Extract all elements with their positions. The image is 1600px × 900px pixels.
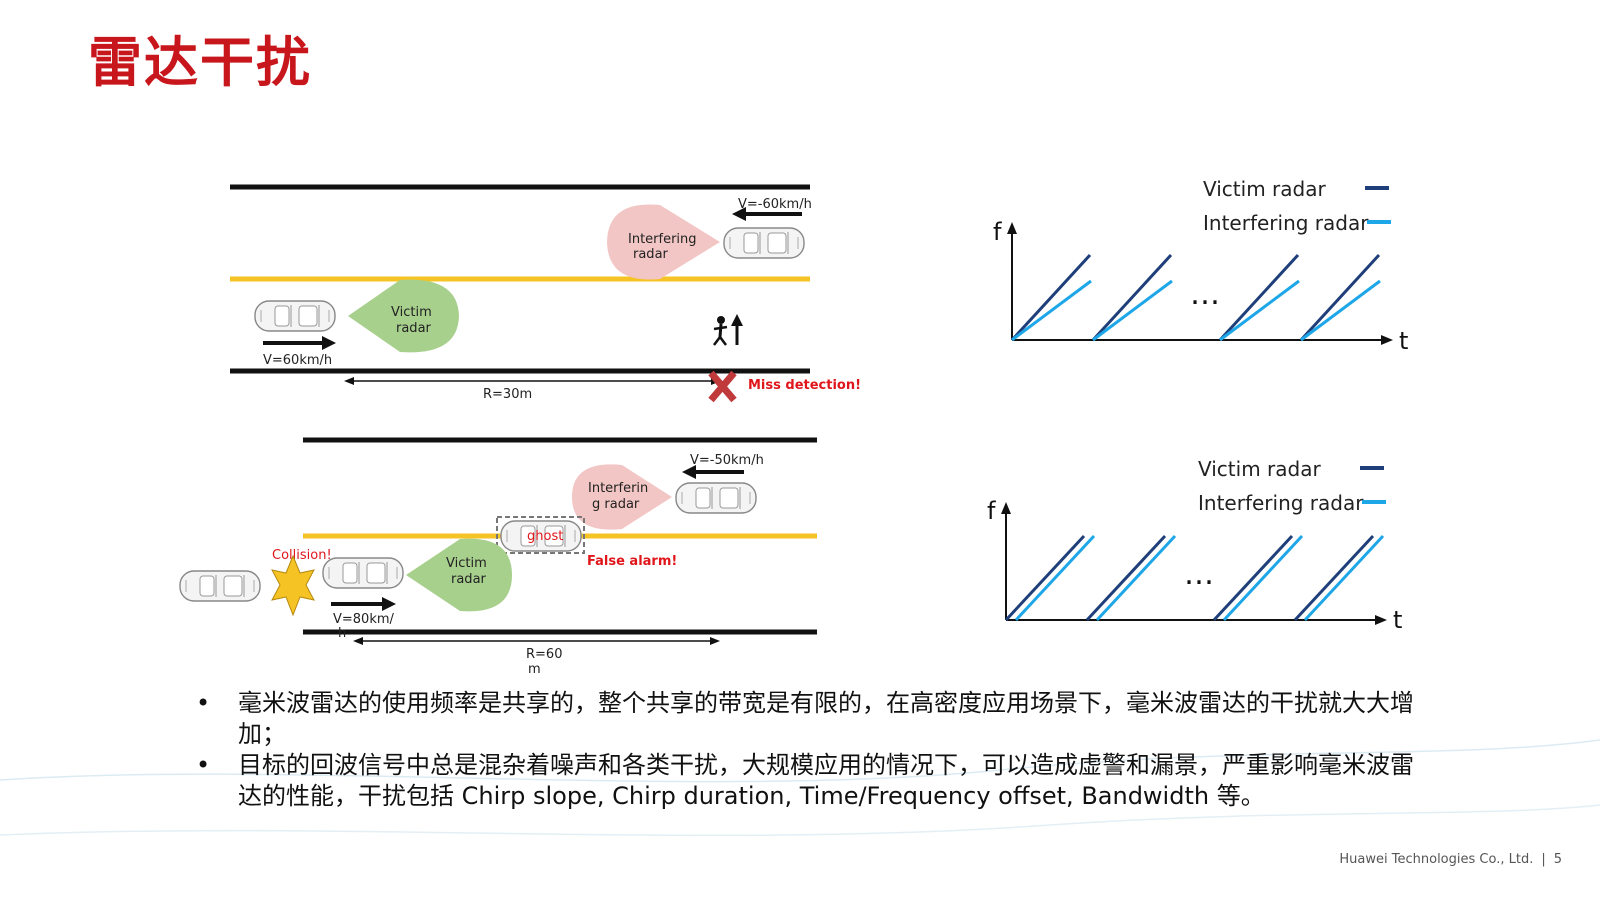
legend-victim-label: Victim radar xyxy=(1198,457,1321,481)
interfering-chirp xyxy=(1092,279,1173,342)
victim-radar-label: Victim xyxy=(446,556,487,571)
y-axis-arrowhead xyxy=(1001,502,1011,514)
interfering-chirps xyxy=(1011,279,1381,342)
x-axis-label: t xyxy=(1393,606,1402,634)
interfering-radar-label: g radar xyxy=(592,497,640,512)
slide-title: 雷达干扰 xyxy=(88,31,312,94)
oncoming-arrowhead xyxy=(682,465,696,479)
victim-chirp xyxy=(1010,253,1092,342)
victim-car xyxy=(322,557,404,589)
y-axis-arrowhead xyxy=(1007,222,1017,234)
legend-interfering-label: Interfering radar xyxy=(1198,491,1364,515)
interfering-radar-label: Interferin xyxy=(588,481,648,496)
victim-chirp xyxy=(1091,253,1173,342)
own-speed-label: V=60km/h xyxy=(263,353,332,368)
interfering-chirp xyxy=(1300,279,1381,342)
legend-victim-label: Victim radar xyxy=(1203,177,1326,201)
victim-chirps xyxy=(1010,253,1381,342)
x-axis-arrowhead xyxy=(1381,335,1393,345)
victim-radar-label: radar xyxy=(451,572,487,587)
own-speed-label: h xyxy=(338,626,346,641)
footer: Huawei Technologies Co., Ltd. | 5 xyxy=(1339,852,1562,867)
y-axis-label: f xyxy=(987,497,996,525)
range-arrowhead-left xyxy=(353,637,363,645)
decorative-wave xyxy=(0,804,1600,837)
range-label: R=30m xyxy=(483,387,532,402)
miss-detection-label: Miss detection! xyxy=(748,378,861,393)
victim-chirp xyxy=(1212,534,1294,622)
interfering-chirp xyxy=(1219,279,1300,342)
oncoming-speed-label: V=-60km/h xyxy=(738,197,812,212)
bottom-road-scene: V=-50km/h Interferin g radar ghost False… xyxy=(179,437,817,677)
decorative-wave xyxy=(0,739,1600,783)
interfering-chirp xyxy=(1095,534,1177,622)
bullet-list: • 毫米波雷达的使用频率是共享的，整个共享的带宽是有限的，在高密度应用场景下，毫… xyxy=(190,688,1420,812)
legend-interfering-label: Interfering radar xyxy=(1203,211,1369,235)
top-road-scene: V=-60km/h Interfering radar Victim radar… xyxy=(230,184,861,403)
own-speed-label: V=80km/ xyxy=(333,612,395,627)
ghost-label: ghost xyxy=(527,529,563,544)
victim-radar-label: Victim xyxy=(391,305,432,320)
ellipsis: … xyxy=(1190,277,1220,312)
bullet-text: 目标的回波信号中总是混杂着噪声和各类干扰，大规模应用的情况下，可以造成虚警和漏景… xyxy=(238,751,1414,810)
range-label: m xyxy=(528,662,541,677)
bullet-dot: • xyxy=(196,751,211,779)
y-axis-label: f xyxy=(993,218,1002,246)
x-axis-label: t xyxy=(1399,327,1408,355)
range-arrowhead-left xyxy=(344,377,354,385)
interfering-car xyxy=(675,482,757,514)
interfering-radar-beam xyxy=(572,464,672,530)
false-alarm-label: False alarm! xyxy=(587,554,677,569)
bullet-dot: • xyxy=(196,689,211,717)
interfering-chirps xyxy=(1014,534,1385,622)
ghost-box xyxy=(496,516,585,554)
pedestrian-icon xyxy=(713,314,743,346)
victim-chirp xyxy=(1299,253,1381,342)
oncoming-arrowhead xyxy=(732,207,746,221)
bullet-item: • 目标的回波信号中总是混杂着噪声和各类干扰，大规模应用的情况下，可以造成虚警和… xyxy=(190,750,1420,812)
footer-separator: | xyxy=(1541,852,1546,867)
rear-car xyxy=(179,570,261,602)
interfering-radar-label: Interfering xyxy=(628,232,697,247)
own-speed-arrowhead xyxy=(322,336,336,350)
interfering-chirp xyxy=(1222,534,1304,622)
victim-chirp xyxy=(1085,534,1167,622)
footer-company: Huawei Technologies Co., Ltd. xyxy=(1339,852,1534,867)
interfering-chirp xyxy=(1011,279,1092,342)
interfering-radar-label: radar xyxy=(633,247,669,262)
victim-car xyxy=(254,300,336,332)
victim-radar-label: radar xyxy=(396,321,432,336)
bullet-item: • 毫米波雷达的使用频率是共享的，整个共享的带宽是有限的，在高密度应用场景下，毫… xyxy=(190,688,1420,750)
chirp-chart-top: Victim radar Interfering radar f t … xyxy=(993,177,1408,355)
oncoming-speed-label: V=-50km/h xyxy=(690,453,764,468)
chirp-chart-bottom: Victim radar Interfering radar f t … xyxy=(987,457,1402,634)
range-label: R=60 xyxy=(526,647,562,662)
ellipsis: … xyxy=(1184,557,1214,592)
bullet-text: 毫米波雷达的使用频率是共享的，整个共享的带宽是有限的，在高密度应用场景下，毫米波… xyxy=(238,689,1414,748)
collision-star-icon xyxy=(271,554,315,617)
interfering-radar-beam xyxy=(607,204,720,280)
victim-chirp xyxy=(1293,534,1375,622)
page-number: 5 xyxy=(1553,852,1562,867)
miss-detection-x-icon xyxy=(708,370,737,403)
interfering-chirp xyxy=(1014,534,1096,622)
x-axis-arrowhead xyxy=(1375,615,1387,625)
interfering-car xyxy=(723,227,805,259)
collision-label: Collision! xyxy=(272,548,332,563)
range-arrowhead-right xyxy=(710,637,720,645)
victim-chirp xyxy=(1004,534,1086,622)
own-speed-arrowhead xyxy=(382,597,396,611)
victim-chirp xyxy=(1218,253,1300,342)
victim-radar-beam xyxy=(348,279,459,353)
victim-chirps xyxy=(1004,534,1375,622)
victim-radar-beam xyxy=(406,538,512,612)
interfering-chirp xyxy=(1303,534,1385,622)
